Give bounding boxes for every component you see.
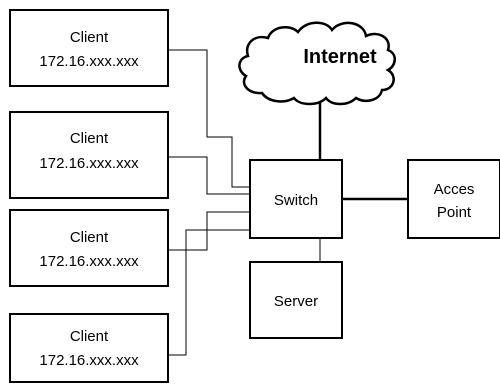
client-node-4: Client 172.16.xxx.xxx bbox=[9, 313, 169, 383]
access-point-label-line1: Acces bbox=[434, 181, 475, 198]
client-ip: 172.16.xxx.xxx bbox=[39, 155, 139, 172]
access-point-label-line2: Point bbox=[437, 204, 472, 221]
client-title: Client bbox=[70, 130, 109, 147]
server-label: Server bbox=[274, 293, 318, 310]
cloud-icon bbox=[238, 21, 396, 106]
switch-label: Switch bbox=[274, 192, 318, 209]
client-ip: 172.16.xxx.xxx bbox=[39, 53, 139, 70]
wire-client-4 bbox=[168, 229, 250, 356]
client-title: Client bbox=[70, 328, 109, 345]
client-node-3: Client 172.16.xxx.xxx bbox=[9, 209, 169, 287]
wire-client-3 bbox=[168, 211, 250, 251]
client-wires bbox=[168, 49, 250, 356]
wire-client-2 bbox=[168, 156, 250, 195]
wire-client-1 bbox=[168, 49, 250, 188]
client-title: Client bbox=[70, 29, 109, 46]
client-node-1: Client 172.16.xxx.xxx bbox=[9, 9, 169, 87]
client-title: Client bbox=[70, 229, 109, 246]
client-ip: 172.16.xxx.xxx bbox=[39, 253, 139, 270]
access-point-node: Acces Point bbox=[407, 159, 500, 239]
client-ip: 172.16.xxx.xxx bbox=[39, 352, 139, 369]
switch-node: Switch bbox=[249, 159, 343, 239]
server-node: Server bbox=[249, 261, 343, 339]
internet-label: Internet bbox=[303, 46, 377, 68]
internet-cloud: Internet bbox=[238, 21, 396, 106]
client-node-2: Client 172.16.xxx.xxx bbox=[9, 111, 169, 199]
